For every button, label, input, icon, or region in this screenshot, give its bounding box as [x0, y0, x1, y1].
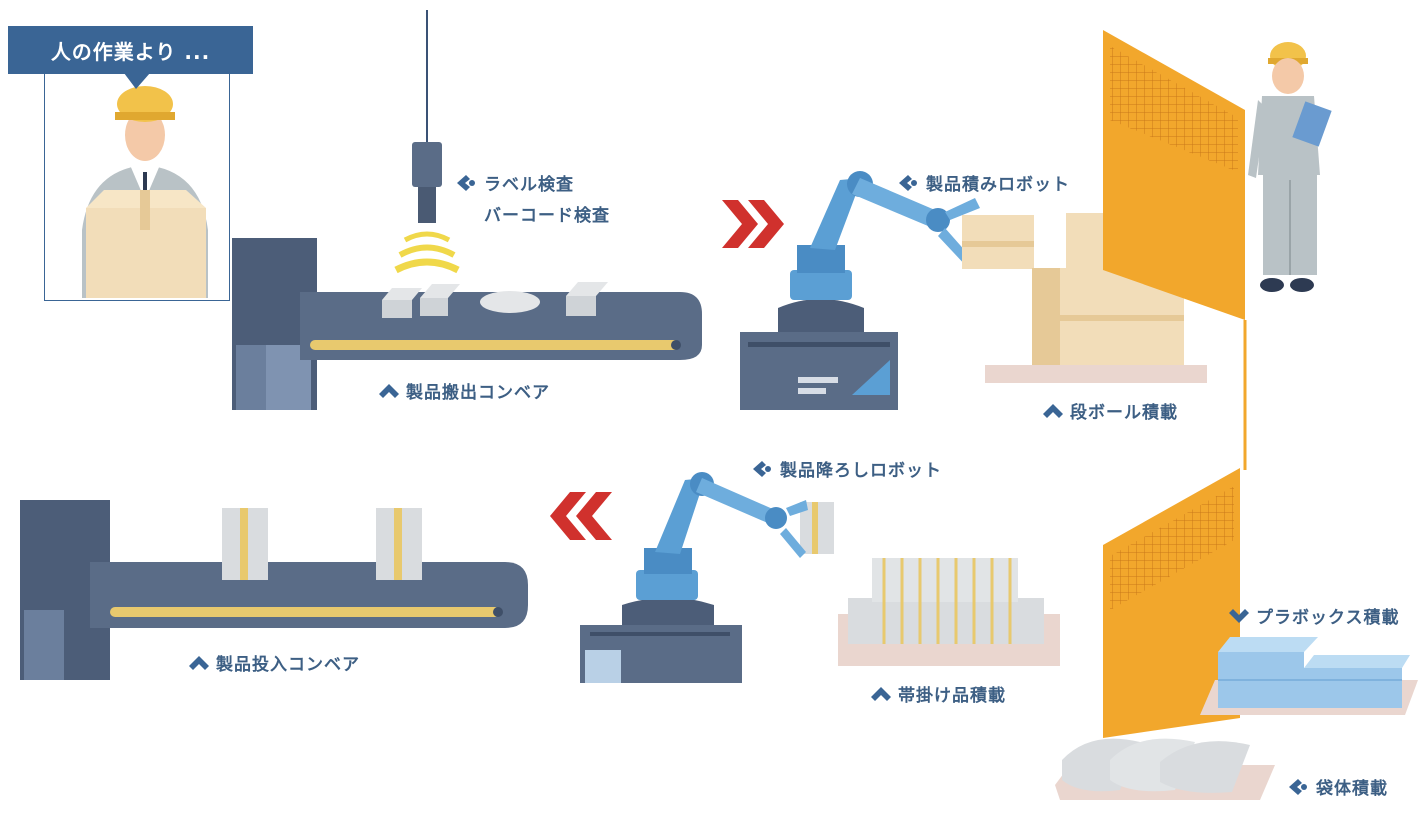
chevron-left-icon	[456, 174, 478, 192]
chevron-up-icon	[378, 382, 400, 400]
inspection-camera	[394, 10, 460, 274]
chevron-left-icon	[752, 460, 774, 478]
worker-figure	[82, 86, 208, 298]
outbound-conveyor	[232, 238, 702, 410]
chevron-left-icon	[1288, 778, 1310, 796]
bag-stack	[1055, 738, 1275, 800]
chevron-up-icon	[1042, 402, 1064, 420]
supervisor-figure	[1248, 42, 1332, 292]
safety-fence-lower	[1103, 468, 1240, 738]
label-unloading-robot-text: 製品降ろしロボット	[780, 461, 942, 481]
chevron-up-icon	[188, 654, 210, 672]
label-inspection-line1: ラベル検査	[484, 175, 574, 195]
label-outbound-conveyor: 製品搬出コンベア	[378, 378, 550, 403]
label-stacking-robot-text: 製品積みロボット	[926, 175, 1070, 195]
label-inspection-line2: バーコード検査	[484, 206, 610, 226]
label-inbound-conveyor-text: 製品投入コンベア	[216, 655, 360, 675]
label-banded: 帯掛け品積載	[870, 681, 1006, 706]
label-outbound-conveyor-text: 製品搬出コンベア	[406, 383, 550, 403]
worker-panel-frame	[44, 74, 230, 301]
inbound-conveyor	[20, 500, 528, 680]
chevron-up-icon	[870, 685, 892, 703]
label-stacking-robot: 製品積みロボット	[898, 170, 1070, 195]
label-unloading-robot: 製品降ろしロボット	[752, 456, 942, 481]
backward-arrow-icon	[550, 492, 612, 540]
label-plastic-box: プラボックス積載	[1228, 603, 1400, 628]
forward-arrow-icon	[722, 200, 784, 248]
chevron-down-icon	[1228, 607, 1250, 625]
speech-bubble-tail	[124, 73, 150, 89]
banded-goods-stack	[838, 558, 1060, 666]
chevron-left-icon	[898, 174, 920, 192]
label-cardboard: 段ボール積載	[1042, 398, 1178, 423]
carried-box	[962, 215, 1034, 269]
label-banded-text: 帯掛け品積載	[898, 686, 1006, 706]
speech-bubble: 人の作業より ...	[8, 26, 253, 74]
safety-fence-upper	[1103, 30, 1247, 470]
plastic-box-stack	[1200, 637, 1418, 715]
label-inbound-conveyor: 製品投入コンベア	[188, 650, 360, 675]
label-bags-text: 袋体積載	[1316, 779, 1388, 799]
unloading-robot	[580, 472, 834, 683]
label-plastic-box-text: プラボックス積載	[1256, 608, 1400, 628]
stacking-robot	[740, 171, 980, 410]
label-bags: 袋体積載	[1288, 774, 1388, 799]
label-inspection: ラベル検査 バーコード検査	[456, 170, 610, 226]
label-cardboard-text: 段ボール積載	[1070, 403, 1178, 423]
